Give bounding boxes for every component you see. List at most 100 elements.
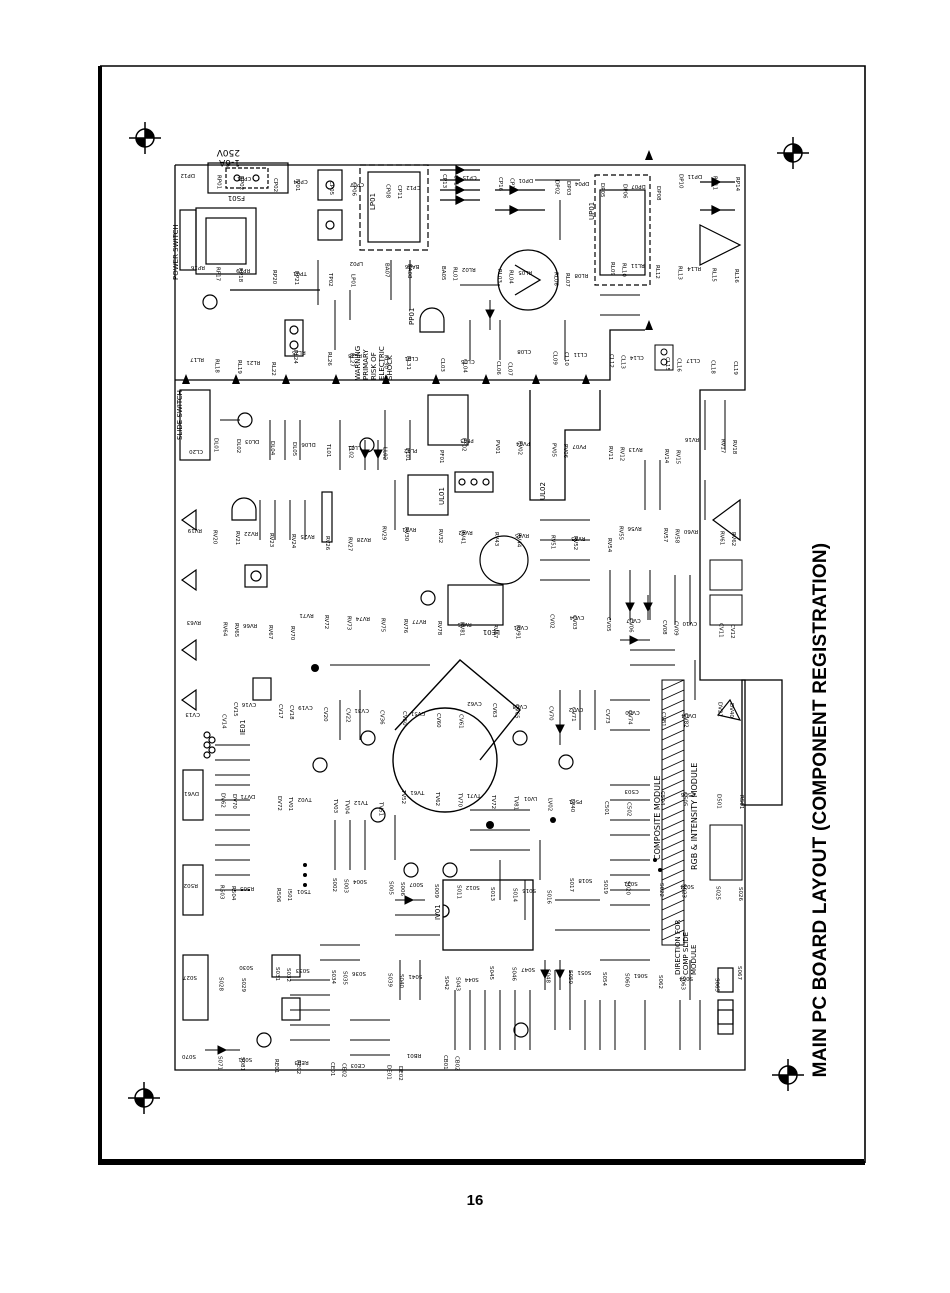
designator-ce01: CE01	[329, 1062, 335, 1076]
chip-label-ul02: UL02	[539, 482, 547, 500]
designator-rb01: RB01	[407, 1052, 422, 1058]
designator-pf02: PF02	[460, 438, 466, 451]
designator-lv40: LV40	[569, 799, 575, 813]
designator-rl27: RL27	[349, 353, 355, 367]
designator-p501: P501	[569, 798, 583, 804]
designator-cv06: CV06	[627, 618, 633, 633]
designator-rv32: RV32	[437, 529, 443, 543]
designator-pv06: PV06	[562, 444, 568, 459]
designator-s016: S016	[546, 890, 552, 904]
designator-cv73: CV73	[604, 709, 610, 724]
designator-cv04: CV04	[569, 614, 584, 620]
designator-cv10: CV10	[682, 620, 697, 626]
designator-cv08: CV08	[661, 620, 667, 635]
designator-rl30: RL30	[383, 355, 389, 369]
designator-tv52: TV52	[400, 789, 406, 804]
designator-s063: S063	[680, 976, 686, 990]
designator-cv63: CV63	[491, 703, 497, 718]
direction-label-3: MODULE	[690, 945, 698, 975]
designator-tv01: TV01	[287, 796, 293, 811]
designator-dv72: DV72	[276, 796, 282, 811]
designator-pl01: PL01	[404, 448, 410, 461]
designator-s060: S060	[623, 973, 629, 987]
designator-rv61: RV61	[719, 531, 725, 545]
designator-cv19: CV19	[298, 704, 313, 710]
designator-rp01: RP01	[215, 175, 221, 189]
designator-rv30: RV30	[403, 527, 409, 542]
slide-switch	[179, 389, 211, 461]
designator-d501: D501	[716, 794, 722, 809]
designator-rv27: RV27	[347, 537, 353, 552]
designator-rv41: RV41	[459, 530, 465, 544]
designator-rl04: RL04	[508, 270, 514, 284]
designator-re01: RE01	[273, 1059, 279, 1073]
designator-de01: DE01	[386, 1065, 392, 1080]
designator-ba05: BA05	[440, 266, 446, 281]
designator-cv15: CV15	[232, 702, 238, 717]
designator-dp04: DP04	[574, 180, 589, 186]
designator-rp16: RP16	[190, 264, 205, 270]
designator-rl25: RL25	[291, 349, 305, 355]
designator-s014: S014	[512, 888, 518, 902]
chip-label-ul01: UL01	[438, 487, 446, 505]
designator-cp06: CP06	[351, 182, 357, 197]
designator-rv23: RV23	[268, 533, 274, 548]
designator-cp05: CP05	[328, 181, 334, 196]
designator-dp02: DP02	[554, 180, 560, 195]
designator-rv74: RV74	[355, 615, 370, 621]
designator-cv81: CV81	[660, 712, 666, 727]
designator-cv68: CV68	[512, 703, 527, 709]
designator-s005: S005	[388, 881, 394, 895]
designator-c503: C503	[624, 788, 639, 794]
designator-tv70: TV70	[456, 792, 462, 808]
designator-rv43: RV43	[493, 532, 499, 547]
designator-rl08: RL08	[574, 272, 588, 278]
designator-rp17: RP17	[214, 267, 220, 282]
ul01-section	[244, 394, 741, 626]
designator-s002: S002	[331, 878, 337, 892]
designator-cl18: CL18	[710, 360, 716, 374]
designator-s036: S036	[352, 970, 366, 976]
designator-rv57: RV57	[662, 528, 668, 543]
designator-rv77: RV77	[412, 618, 427, 624]
designator-rv55: RV55	[617, 526, 623, 541]
designator-s024: S024	[680, 883, 694, 889]
designator-r502: R502	[184, 882, 198, 888]
designator-dl05: DL05	[291, 442, 297, 457]
designator-rv60: RV60	[683, 528, 698, 534]
designator-cl14: CL14	[629, 354, 643, 360]
designator-cb02: CB02	[453, 1056, 459, 1071]
designator-tv71: TV71	[467, 792, 482, 798]
designator-pv01: PV01	[494, 440, 500, 454]
designator-cp12: CP12	[406, 184, 420, 190]
designator-tv81: TV81	[513, 795, 519, 810]
designator-cv22: CV22	[345, 708, 351, 723]
designator-rl11: RL11	[631, 262, 645, 268]
designator-dp03: DP03	[565, 181, 571, 196]
designator-r504: R504	[230, 886, 236, 901]
designator-ce02: CE02	[341, 1063, 347, 1077]
designator-s043: S043	[454, 977, 460, 991]
designator-cp08: CP08	[385, 184, 391, 199]
designator-cv31: CV31	[354, 707, 369, 713]
designator-rv16: RV16	[684, 436, 699, 442]
designator-s031: S031	[274, 967, 280, 981]
designator-s007: S007	[409, 881, 423, 887]
designator-dp10: DP10	[678, 174, 684, 189]
chip-label-lp01: LP01	[369, 193, 377, 210]
designator-c502: C502	[625, 802, 631, 816]
designator-s046: S046	[511, 967, 517, 981]
designator-rl24: RL24	[292, 350, 298, 364]
designator-tv72: TV72	[490, 794, 496, 809]
designator-s032: S032	[285, 968, 291, 982]
designator-cp14: CP14	[452, 175, 458, 190]
designator-pv05: PV05	[551, 443, 557, 458]
designator-cv80: CV80	[625, 709, 640, 715]
signal-diodes	[205, 300, 653, 1055]
designator-cl11: CL11	[573, 351, 587, 357]
designator-cl04: CL04	[461, 359, 467, 373]
module-strips	[654, 344, 783, 946]
designator-s041: S041	[408, 973, 422, 979]
designator-s015: S015	[522, 887, 536, 893]
